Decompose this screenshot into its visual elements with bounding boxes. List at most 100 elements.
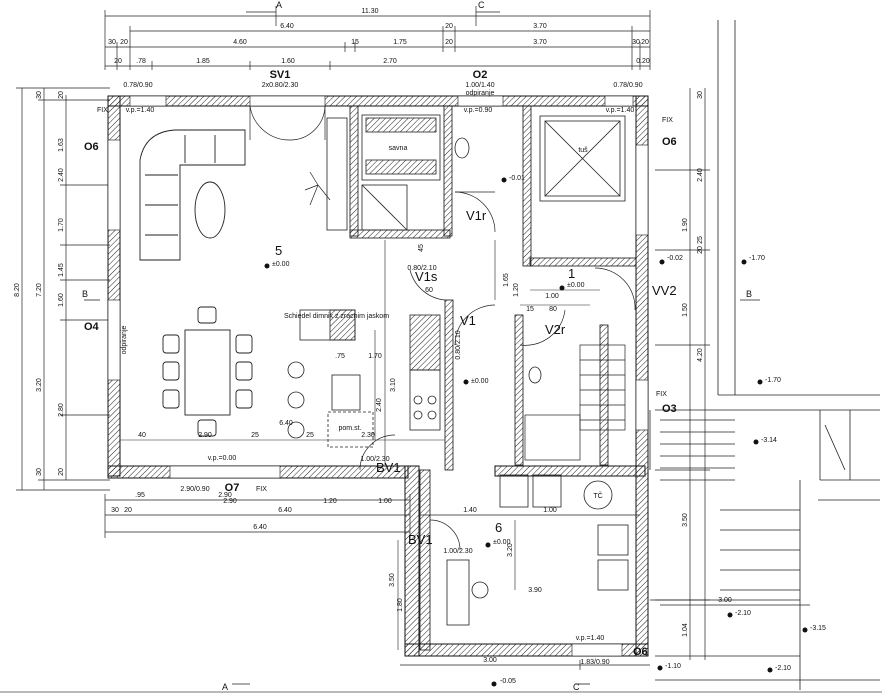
room-5-label: 5 xyxy=(275,243,282,258)
dim-right-1-50: 1.50 xyxy=(682,303,689,317)
pantry-box xyxy=(327,411,374,448)
shower xyxy=(539,115,626,202)
staircase xyxy=(524,344,626,461)
dim-in-25a: 25 xyxy=(251,432,259,439)
label-o2-note: odpiranje xyxy=(466,90,495,97)
right-dimension-texts: 1.90 2.40 1.50 4.20 3.50 1.04 30 20 25 xyxy=(682,91,704,637)
label-vp-000: v.p.=0.00 xyxy=(208,455,237,462)
label-o4-note: odpiranje xyxy=(121,325,128,354)
label-sv1-size: 2x0.80/2.30 xyxy=(262,82,299,89)
dim-right-30: 30 xyxy=(697,91,704,99)
dim-in-80: 80 xyxy=(549,306,557,313)
dim-left-30b: 30 xyxy=(36,468,43,476)
dim-bot-6-40b: 6.40 xyxy=(253,524,267,531)
top-dimension-texts: 11.30 6.40 20 3.70 30 20 4.60 15 1.75 20… xyxy=(108,8,650,65)
label-v1s-size: 0.80/2.10 xyxy=(407,265,436,272)
section-c-top: C xyxy=(478,0,485,10)
stool-2 xyxy=(287,391,305,409)
label-tc: TČ xyxy=(593,491,602,500)
label-o6-tl: O6 xyxy=(84,141,99,153)
elev-n210a: -2.10 xyxy=(735,610,751,617)
dim-in-1-70: 1.70 xyxy=(368,353,382,360)
dim-row3-1-60: 1.60 xyxy=(281,58,295,65)
label-o7-size: 2.90/0.90 xyxy=(180,486,209,493)
dining-table xyxy=(162,306,253,437)
dim-in-2-30: 2.30 xyxy=(361,432,375,439)
label-o7-fix: FIX xyxy=(256,486,267,493)
stool-3 xyxy=(287,421,305,439)
label-fix-tr: FIX xyxy=(662,117,673,124)
interior-walls xyxy=(349,105,637,651)
elev-n170b: -1.70 xyxy=(765,377,781,384)
dim-left-30a: 30 xyxy=(36,91,43,99)
label-savna: savna xyxy=(389,145,408,152)
dim-left-20b: 20 xyxy=(58,468,65,476)
section-markers xyxy=(84,11,760,685)
dim-top-6-40: 6.40 xyxy=(280,23,294,30)
dim-row2-3-70: 3.70 xyxy=(533,39,547,46)
dim-top-3-70: 3.70 xyxy=(533,23,547,30)
dim-bot-95: .95 xyxy=(135,492,145,499)
dim-left-2-40: 2.40 xyxy=(58,168,65,182)
dim-bot-6-40: 6.40 xyxy=(278,507,292,514)
label-v1-size: 0.80/2.10 xyxy=(455,330,462,359)
section-c-bottom: C xyxy=(573,682,580,692)
section-b-left: B xyxy=(82,289,88,299)
elev-r1: ±0.00 xyxy=(567,282,585,289)
label-o6-bottom: O6 xyxy=(633,646,648,658)
dim-in-3-20: 3.20 xyxy=(507,543,514,557)
label-bv1b: BV1 xyxy=(408,532,433,547)
dim-row2-20c: 20 xyxy=(641,39,649,46)
opening-labels: SV1 2x0.80/2.30 O2 1.00/1.40 odpiranje 0… xyxy=(84,69,677,666)
dim-top-overall: 11.30 xyxy=(362,8,379,15)
coffee-table xyxy=(194,181,226,239)
elevation-texts: ±0.00 ±0.00 ±0.00 ±0.00 -0.01 -0.02 -1.7… xyxy=(272,175,826,685)
dim-right-2-40: 2.40 xyxy=(697,168,704,182)
top-dimension-lines xyxy=(104,6,651,70)
dim-in-2-90: 2.90 xyxy=(198,432,212,439)
section-a-top: A xyxy=(276,0,282,10)
label-vp-140b: v.p.=1.40 xyxy=(606,107,635,114)
bottom-dimension-texts: .95 2.90 1.20 1.00 30 20 6.40 6.40 1.40 … xyxy=(111,492,732,664)
dim-top-20: 20 xyxy=(445,23,453,30)
room-labels: 5 1 6 xyxy=(275,243,575,535)
label-o2-size: 1.00/1.40 xyxy=(465,82,494,89)
elevation-markers xyxy=(264,177,808,687)
dim-bot-3-00b: 3.00 xyxy=(718,597,732,604)
label-v1: V1 xyxy=(460,313,476,328)
heat-pump xyxy=(583,480,613,510)
label-o3: O3 xyxy=(662,403,677,415)
label-bv1-size: 1.00/2.30 xyxy=(360,456,389,463)
dim-right-20: 20 xyxy=(697,246,704,254)
dim-in-3-50: 3.50 xyxy=(389,573,396,587)
dim-row2-20: 20 xyxy=(120,39,128,46)
label-o2: O2 xyxy=(473,69,488,81)
dim-in-60: .60 xyxy=(423,287,433,294)
dim-in-1-20: 1.20 xyxy=(513,283,520,297)
dim-left-1-70: 1.70 xyxy=(58,218,65,232)
dim-row2-30b: 30 xyxy=(632,39,640,46)
elev-hall: ±0.00 xyxy=(471,378,489,385)
label-size-183: 1.83/0.90 xyxy=(580,659,609,666)
dim-right-3-50: 3.50 xyxy=(682,513,689,527)
label-o4: O4 xyxy=(84,321,100,333)
label-fix-r: FIX xyxy=(656,391,667,398)
left-dimension-texts: 8.20 7.20 1.63 2.40 1.70 1.45 1.60 3.20 … xyxy=(14,91,65,476)
elev-r6: ±0.00 xyxy=(493,539,511,546)
label-pom-st: pom.st. xyxy=(339,425,362,432)
dim-left-1-63: 1.63 xyxy=(58,138,65,152)
inner-dimension-texts: 40 2.90 25 25 2.30 6.40 45 .60 1.00 80 1… xyxy=(138,244,559,612)
right-dimension-lines xyxy=(655,88,710,660)
elev-n001: -0.01 xyxy=(509,175,525,182)
dim-left-1-45: 1.45 xyxy=(58,263,65,277)
elev-n315: -3.15 xyxy=(810,625,826,632)
dim-left-3-20: 3.20 xyxy=(36,378,43,392)
dim-bot-1-40: 1.40 xyxy=(463,507,477,514)
wardrobe-2 xyxy=(597,559,629,591)
label-o7: O7 xyxy=(225,482,240,494)
inner-dimension-lines xyxy=(120,240,600,650)
label-v1s: V1s xyxy=(415,269,438,284)
elev-n005: -0.05 xyxy=(500,678,516,685)
left-dimension-lines xyxy=(16,87,110,491)
